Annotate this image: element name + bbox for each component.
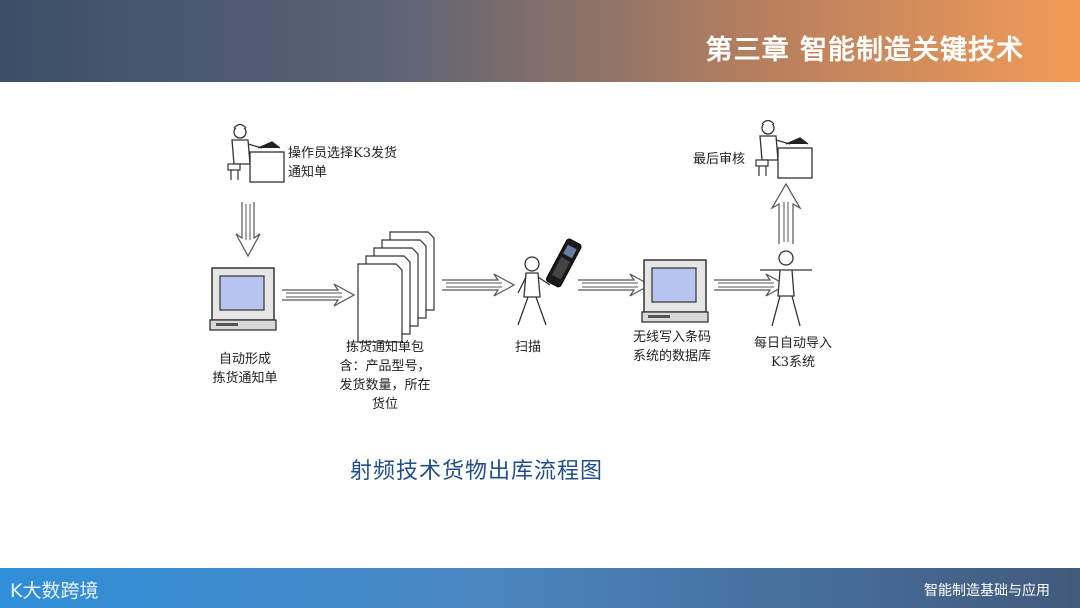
label-auto-form: 自动形成 拣货通知单 — [200, 350, 290, 388]
brand-name: 大数跨境 — [22, 580, 98, 602]
document-stack-icon — [358, 232, 434, 342]
reviewer-desk-icon — [756, 121, 812, 179]
arrow-down-1 — [236, 202, 260, 256]
operator-desk-icon — [228, 125, 284, 183]
label-operator: 操作员选择K3发货 通知单 — [288, 144, 397, 182]
arrow-right-3 — [578, 274, 650, 296]
label-pick-list: 拣货通知单包 含：产品型号， 发货数量，所在 货位 — [330, 338, 440, 414]
course-name: 智能制造基础与应用 — [924, 580, 1050, 600]
arrow-right-4 — [714, 274, 786, 296]
footer-bar: K大数跨境 智能制造基础与应用 — [0, 568, 1080, 608]
flow-diagram: 操作员选择K3发货 通知单 自动形成 拣货通知单 拣货通知单包 含：产品型号， … — [190, 110, 850, 425]
computer-icon-2 — [642, 260, 708, 322]
title-bar: 第三章 智能制造关键技术 — [0, 0, 1080, 82]
computer-icon — [210, 268, 276, 330]
arrow-right-1 — [282, 284, 354, 306]
arrow-right-2 — [442, 274, 514, 296]
page-title: 第三章 智能制造关键技术 — [706, 28, 1024, 67]
label-scan: 扫描 — [508, 338, 548, 357]
arrow-up-1 — [772, 184, 800, 244]
label-daily-import: 每日自动导入 K3系统 — [740, 334, 846, 372]
diagram-caption: 射频技术货物出库流程图 — [350, 453, 603, 485]
person-standing-icon — [760, 251, 812, 326]
person-scanning-icon — [518, 257, 550, 325]
brand-logo: K大数跨境 — [10, 576, 98, 603]
label-final-review: 最后审核 — [684, 150, 754, 169]
label-wireless: 无线写入条码 系统的数据库 — [616, 328, 728, 366]
brand-prefix: K — [10, 580, 22, 602]
barcode-scanner-icon — [545, 238, 582, 288]
